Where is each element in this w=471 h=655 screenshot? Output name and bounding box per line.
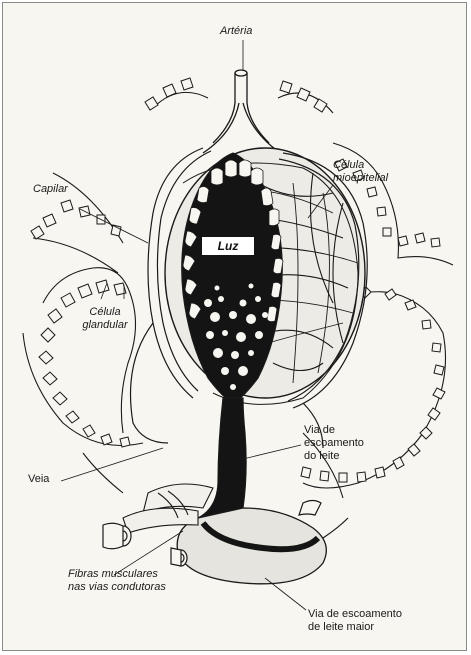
label-line: Célula <box>69 306 141 319</box>
label-line: do leite <box>304 450 364 463</box>
figure-frame: Artéria Célula mioepitelial Capilar Luz … <box>2 2 467 651</box>
label-line: escoamento <box>304 437 364 450</box>
label-via-escoamento-leite-maior: Via de escoamento de leite maior <box>308 608 402 634</box>
label-line: glandular <box>69 319 141 332</box>
label-capilar: Capilar <box>33 183 68 196</box>
label-line: Via de escoamento <box>308 608 402 621</box>
label-via-escoamento-leite: Via de escoamento do leite <box>304 424 364 463</box>
label-celula-glandular: Célula glandular <box>69 306 141 332</box>
label-arteria: Artéria <box>220 25 252 38</box>
label-line: Fibras musculares <box>68 568 166 581</box>
label-fibras-musculares: Fibras musculares nas vias condutoras <box>68 568 166 594</box>
artery <box>203 70 283 155</box>
label-line: de leite maior <box>308 621 402 634</box>
label-line: nas vias condutoras <box>68 581 166 594</box>
label-veia: Veia <box>28 473 49 486</box>
label-line: mioepitelial <box>333 172 388 185</box>
label-line: Célula <box>333 159 388 172</box>
label-celula-mioepitelial: Célula mioepitelial <box>333 159 388 185</box>
label-line: Via de <box>304 424 364 437</box>
label-luz: Luz <box>202 237 254 255</box>
